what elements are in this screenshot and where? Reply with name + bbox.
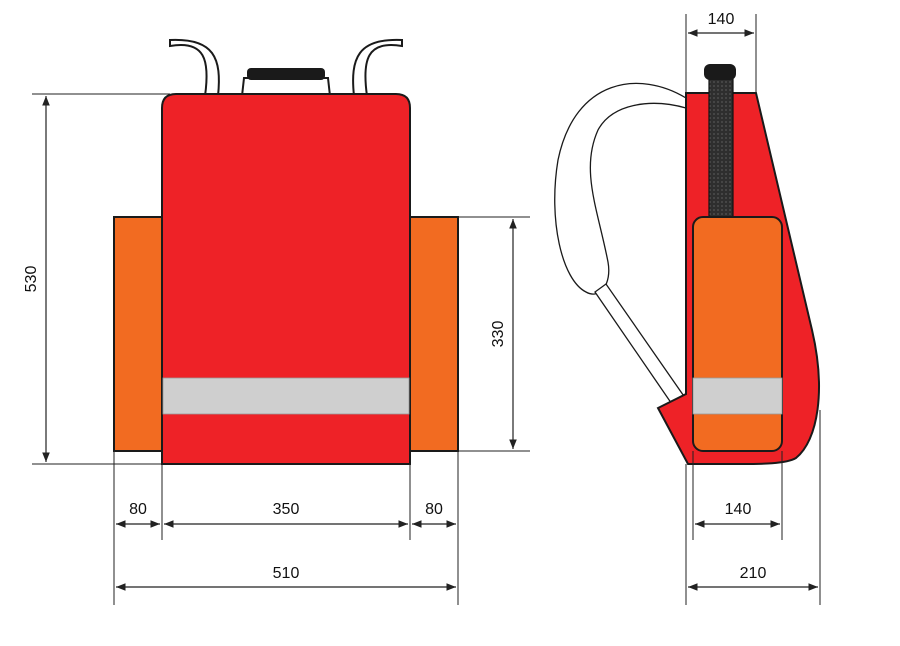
dim-80-right-label: 80 xyxy=(425,501,443,518)
front-reflective-stripe xyxy=(162,377,410,415)
dim-350-label: 350 xyxy=(273,501,300,518)
dim-140-top-label: 140 xyxy=(708,11,735,28)
front-left-pocket xyxy=(113,216,165,452)
front-right-strap xyxy=(352,38,403,97)
dim-140-pocket-label: 140 xyxy=(725,501,752,518)
front-left-strap xyxy=(169,38,220,97)
front-right-pocket xyxy=(407,216,459,452)
front-handle-grip xyxy=(247,68,325,80)
dim-530-label: 530 xyxy=(23,266,40,293)
dim-330-label: 330 xyxy=(490,321,507,348)
dim-210-label: 210 xyxy=(740,565,767,582)
side-shoulder-strap xyxy=(554,82,687,295)
dim-510-label: 510 xyxy=(273,565,300,582)
side-view xyxy=(554,64,820,465)
front-dimensions: 530 330 80 350 80 510 xyxy=(23,93,530,605)
side-hose-cap xyxy=(704,64,736,80)
side-hose xyxy=(708,77,734,229)
side-strap-lower xyxy=(594,283,689,411)
front-view xyxy=(113,38,459,465)
side-reflective-stripe xyxy=(692,377,783,415)
side-dimensions: 140 140 210 xyxy=(685,11,821,605)
dim-80-left-label: 80 xyxy=(129,501,147,518)
side-pocket xyxy=(692,216,783,452)
